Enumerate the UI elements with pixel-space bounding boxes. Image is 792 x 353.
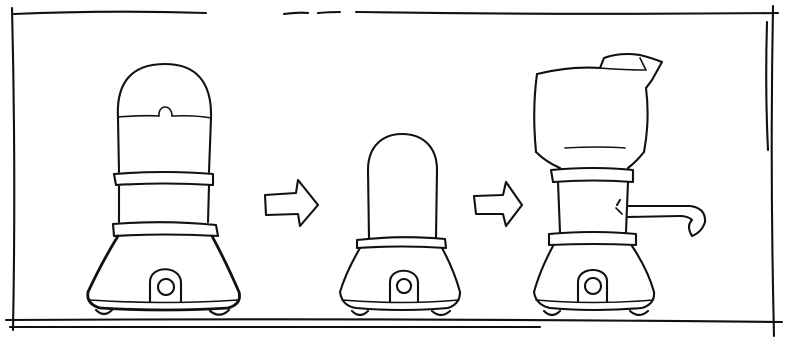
frame-top-right-stroke <box>284 12 778 14</box>
spout-jar-upper-body <box>534 74 647 152</box>
spout-jar-tap-knob <box>616 208 622 214</box>
frame-bottom-lower-stroke <box>10 327 540 328</box>
spout-jar-lip <box>600 58 646 70</box>
frame-left-stroke <box>12 8 14 330</box>
spout-jar-top-rim <box>537 54 662 88</box>
short-jar-base-opening <box>390 271 418 302</box>
tall-jar-lid-seam <box>118 116 211 118</box>
frame-right-inner-stroke <box>766 22 768 150</box>
tall-jar-base <box>88 236 240 310</box>
arrow-1-icon <box>265 180 318 226</box>
tall-jar-lid-notch <box>159 107 172 116</box>
spout-jar-middle-body <box>558 182 628 232</box>
short-jar-feet <box>352 311 450 315</box>
spout-jar-shoulder <box>536 152 644 168</box>
spout-jar-tap <box>617 200 705 236</box>
spout-jar-lower-ring <box>549 232 636 245</box>
tall-jar-upper-ring <box>114 172 213 185</box>
frame-right-stroke <box>772 6 774 336</box>
short-jar-base-rim <box>342 300 459 303</box>
stage-short-jar-on-base <box>340 134 460 315</box>
spout-jar-base-opening <box>578 270 607 302</box>
frame-bottom-stroke <box>6 319 782 322</box>
tall-jar-base-hole <box>158 279 174 295</box>
spout-jar-upper-seam <box>565 147 625 148</box>
tall-jar-base-rim <box>90 300 238 303</box>
tall-jar-body <box>118 118 211 172</box>
tall-jar-dome <box>118 64 211 118</box>
short-jar-base-hole <box>397 279 411 293</box>
stage-jar-with-spout-on-base <box>534 54 705 315</box>
short-jar-dome <box>368 134 437 238</box>
tall-jar-lower-body <box>119 186 209 222</box>
spout-jar-base-hole <box>585 278 601 294</box>
arrow-2-icon <box>474 182 522 226</box>
stage-tall-jar-on-base <box>88 64 240 315</box>
spout-jar-feet <box>544 311 648 315</box>
short-jar-ring <box>357 237 446 248</box>
tall-jar-base-opening <box>150 269 181 302</box>
spout-jar-base-rim <box>536 300 653 303</box>
frame-top-left-stroke <box>14 12 206 14</box>
tall-jar-lower-ring <box>113 222 218 236</box>
spout-jar-upper-ring <box>551 168 633 182</box>
sketch-frame <box>6 6 782 336</box>
